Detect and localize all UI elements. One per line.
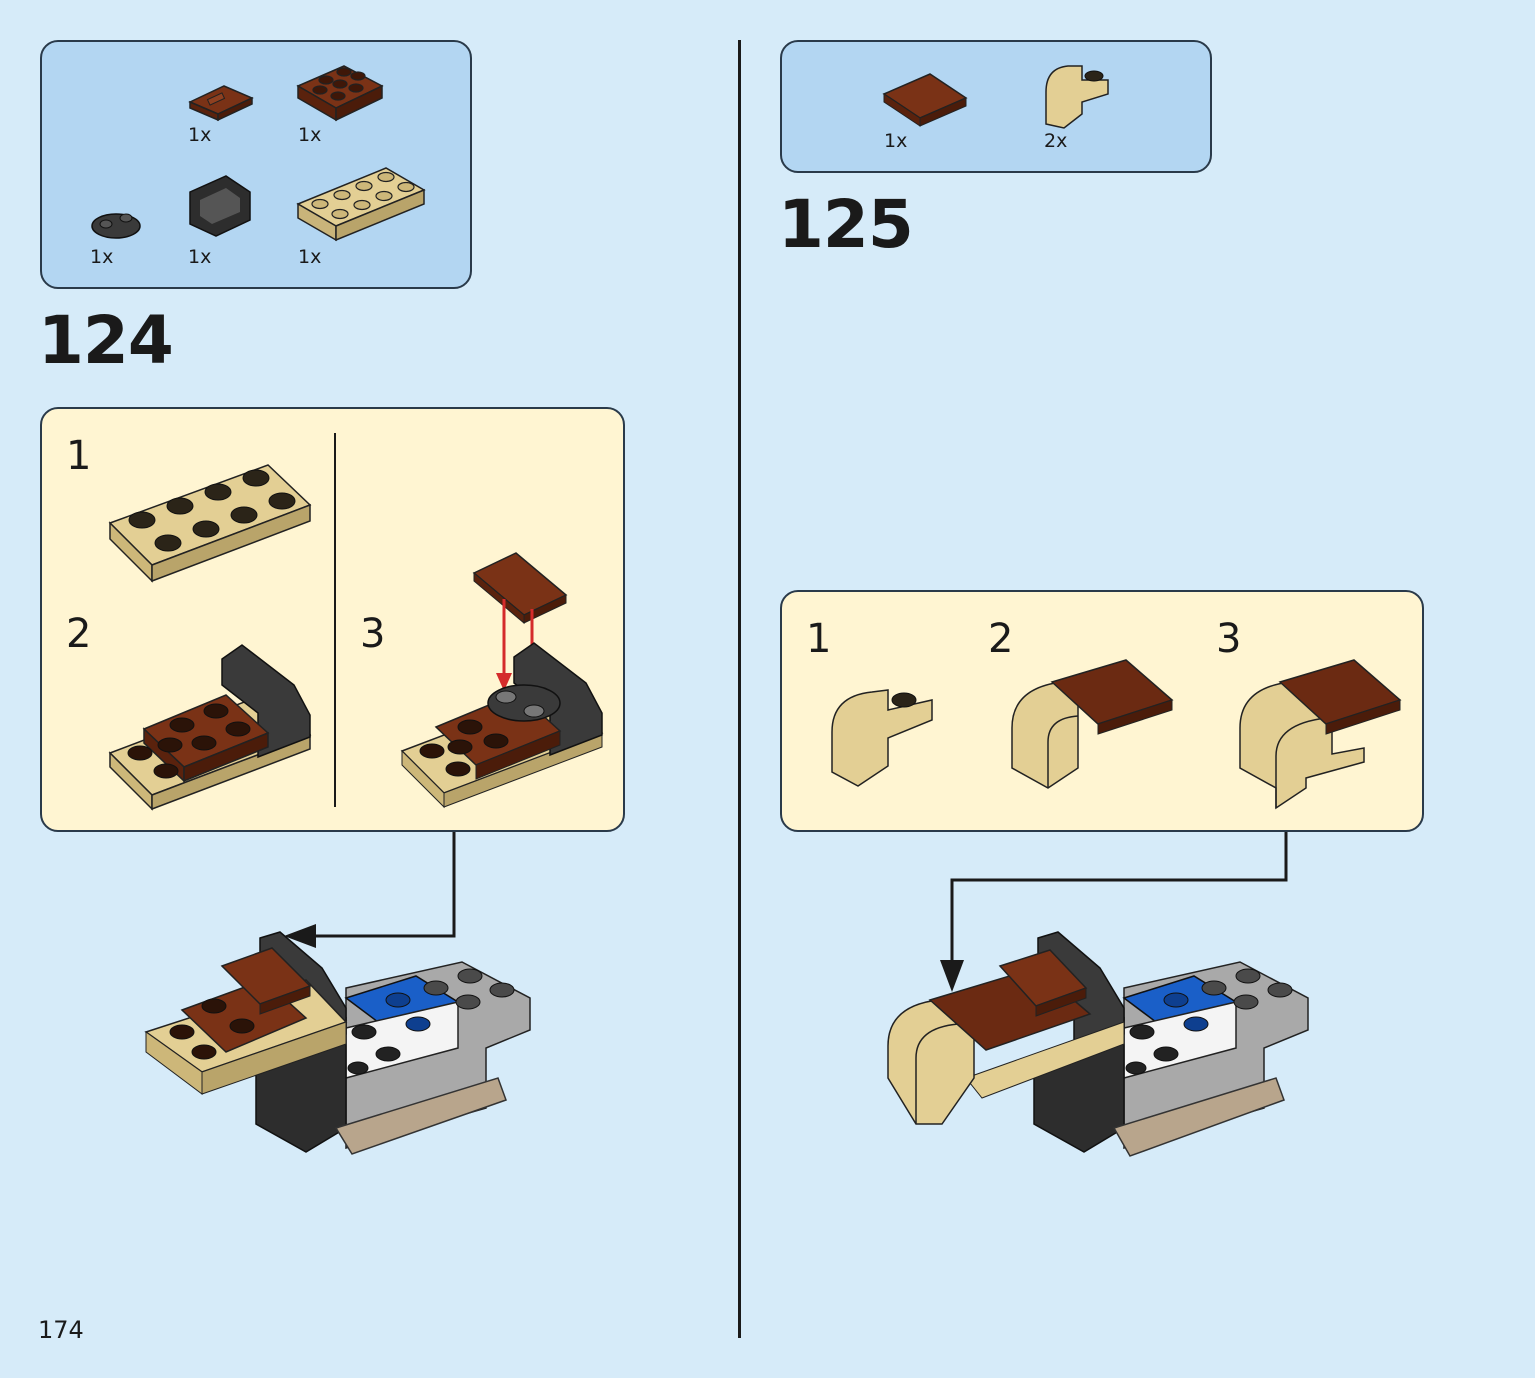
part-qty: 1x — [188, 246, 212, 268]
part-qty: 1x — [298, 246, 322, 268]
substep-divider — [334, 433, 336, 807]
grey-plate-icon — [91, 213, 141, 239]
brown-tile-2x2-icon — [882, 73, 968, 127]
substep-number: 1 — [806, 616, 832, 662]
substep-1-illustration — [108, 464, 312, 583]
part-qty: 1x — [884, 130, 908, 152]
substep-number: 3 — [1216, 616, 1242, 662]
substep-1-illustration — [831, 689, 933, 787]
substep-3-illustration — [400, 552, 604, 809]
callout-arrow-124 — [284, 832, 456, 948]
page-number: 174 — [38, 1316, 84, 1344]
substeps-box-124: 1 2 3 — [40, 407, 625, 832]
substep-number: 3 — [360, 611, 386, 657]
brown-plate-icon — [296, 65, 384, 122]
substep-number: 2 — [66, 611, 92, 657]
tan-plate-icon — [296, 167, 426, 242]
part-qty: 2x — [1044, 130, 1068, 152]
substep-number: 2 — [988, 616, 1014, 662]
part-qty: 1x — [90, 246, 114, 268]
step-number-124: 124 — [38, 302, 174, 379]
substep-2-illustration — [108, 644, 312, 811]
part-qty: 1x — [298, 124, 322, 146]
brown-tile-icon — [188, 85, 254, 122]
step-number-125: 125 — [778, 186, 914, 263]
page-divider — [738, 40, 741, 1338]
black-bracket-icon — [189, 175, 251, 237]
model-illustration-124 — [144, 931, 531, 1155]
callout-arrow-125 — [940, 832, 1288, 992]
substep-number: 1 — [66, 433, 92, 479]
tan-curved-slope-icon — [1045, 65, 1109, 129]
model-illustration-125 — [887, 931, 1309, 1157]
substeps-box-125: 1 2 3 — [780, 590, 1424, 832]
substep-3-illustration — [1239, 659, 1402, 810]
parts-box-124: 1x 1x 1x 1x 1x — [40, 40, 472, 289]
part-qty: 1x — [188, 124, 212, 146]
parts-box-125: 1x 2x — [780, 40, 1212, 173]
substep-2-illustration — [1011, 659, 1174, 789]
